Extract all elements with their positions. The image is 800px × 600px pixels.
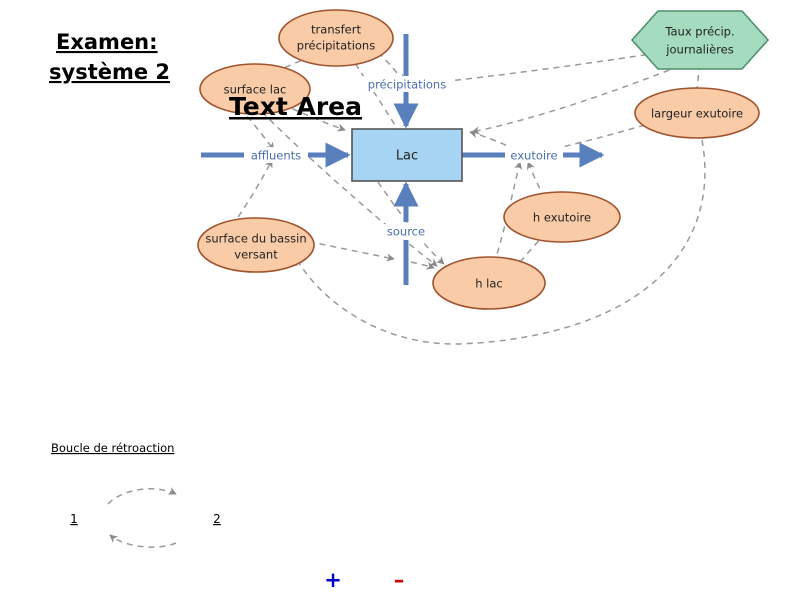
flow-label-affluents-bg bbox=[244, 147, 308, 163]
link-source-to-h-lac bbox=[410, 261, 435, 270]
feedback-loop-title: Boucle de rétroaction bbox=[51, 441, 174, 455]
node-transfert-precipitations[interactable]: transfert précipitations bbox=[278, 9, 394, 67]
node-h-exutoire[interactable]: h exutoire bbox=[503, 191, 621, 243]
link-surface-lac-to-h-lac bbox=[261, 111, 438, 267]
node-h-exutoire-label: h exutoire bbox=[533, 211, 591, 225]
feedback-loop-number-1: 1 bbox=[70, 512, 78, 526]
node-transfert-precipitations-label-2: précipitations bbox=[297, 39, 375, 53]
link-h-lac-to-h-exutoire bbox=[519, 227, 553, 263]
node-surface-lac-shape[interactable] bbox=[199, 63, 311, 115]
sign-plus: + bbox=[324, 568, 342, 592]
node-surface-bassin-versant-label-1: surface du bassin bbox=[205, 232, 306, 246]
feedback-loop-legend: Boucle de rétroaction 1 2 bbox=[51, 441, 221, 548]
feedback-loop-arrow-top bbox=[107, 487, 177, 505]
node-h-exutoire-shape[interactable] bbox=[503, 191, 621, 243]
node-transfert-precipitations-label-1: transfert bbox=[311, 23, 361, 37]
node-h-lac-label: h lac bbox=[475, 277, 503, 291]
text-area-overlay[interactable]: Text Area bbox=[229, 92, 362, 121]
link-lower-to-transfert bbox=[349, 55, 431, 181]
node-surface-bassin-versant[interactable]: surface du bassin versant bbox=[197, 217, 315, 273]
flow-label-source-bg bbox=[382, 224, 430, 240]
node-lac-label: Lac bbox=[396, 149, 418, 164]
flow-label-group: précipitations affluents exutoire source bbox=[244, 76, 563, 240]
link-taux-to-lac bbox=[471, 57, 701, 135]
link-lac-to-h-lac bbox=[377, 181, 445, 265]
link-largeur-to-bassin bbox=[295, 139, 706, 345]
node-taux-precip-journalieres-shape[interactable] bbox=[630, 10, 770, 70]
page-title-line-1: Examen: bbox=[56, 30, 158, 54]
node-surface-bassin-versant-shape[interactable] bbox=[197, 217, 315, 273]
flow-arrow-group bbox=[201, 34, 605, 285]
sign-minus: – bbox=[394, 568, 405, 592]
flow-label-exutoire-bg bbox=[505, 147, 563, 163]
page-title: Examen: système 2 bbox=[49, 30, 170, 84]
node-largeur-exutoire-shape[interactable] bbox=[634, 87, 760, 139]
flow-label-source: source bbox=[387, 225, 425, 239]
node-surface-lac[interactable]: surface lac bbox=[199, 63, 311, 115]
feedback-loop-arrow-bottom bbox=[109, 534, 177, 548]
flow-label-exutoire: exutoire bbox=[510, 149, 557, 163]
node-h-lac[interactable]: h lac bbox=[432, 256, 546, 310]
link-largeur-to-exutoire bbox=[533, 124, 646, 156]
node-surface-bassin-versant-label-2: versant bbox=[234, 248, 278, 262]
node-transfert-precipitations-shape[interactable] bbox=[278, 9, 394, 67]
feedback-loop-arrows bbox=[107, 487, 177, 548]
flow-label-precipitations-bg bbox=[362, 76, 454, 92]
feedback-loop-number-2: 2 bbox=[213, 512, 221, 526]
link-bassin-to-affluents bbox=[231, 159, 273, 227]
node-h-lac-shape[interactable] bbox=[432, 256, 546, 310]
node-surface-lac-label: surface lac bbox=[224, 83, 287, 97]
flow-label-precipitations: précipitations bbox=[368, 78, 446, 92]
node-largeur-exutoire[interactable]: largeur exutoire bbox=[634, 87, 760, 139]
node-lac-shape[interactable] bbox=[351, 128, 463, 182]
flow-label-affluents: affluents bbox=[251, 149, 301, 163]
sign-legend: + – bbox=[324, 568, 404, 592]
node-lac[interactable]: Lac bbox=[351, 128, 463, 182]
page-title-line-2: système 2 bbox=[49, 60, 170, 84]
node-largeur-exutoire-label: largeur exutoire bbox=[651, 107, 743, 121]
node-taux-precip-journalieres[interactable]: Taux précip. journalières bbox=[630, 10, 770, 70]
node-taux-precip-journalieres-label-2: journalières bbox=[665, 43, 733, 57]
node-taux-precip-journalieres-label-1: Taux précip. bbox=[664, 25, 734, 39]
